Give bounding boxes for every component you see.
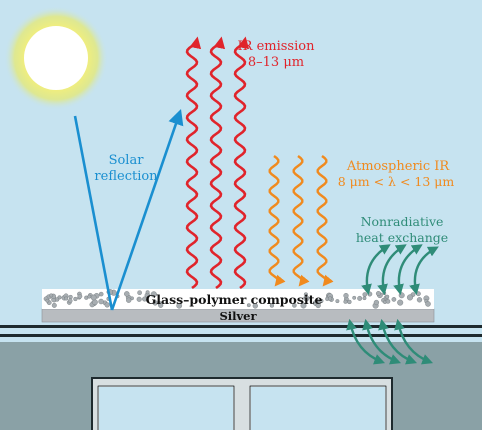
glass-bead: [67, 298, 73, 304]
glass-bead: [406, 294, 414, 301]
glass-bead: [315, 302, 321, 309]
glass-bead: [98, 298, 104, 305]
glass-bead: [136, 296, 142, 302]
glass-bead: [158, 302, 164, 308]
nonradiative-arrows-upper: [361, 244, 439, 296]
solar-reflection-arrows: [73, 109, 184, 311]
window: [91, 377, 393, 430]
glass-bead: [362, 296, 367, 301]
ir-emission-label-line2: 8–13 μm: [248, 55, 304, 70]
glass-bead: [145, 290, 150, 295]
roof-gap: [0, 328, 482, 334]
atmospheric-ir-label-line1: Atmospheric IR: [346, 159, 451, 174]
composite-label: Glass–polymer composite: [146, 292, 323, 307]
glass-bead: [398, 292, 405, 299]
glass-bead: [367, 291, 373, 297]
glass-bead: [252, 303, 258, 309]
glass-bead: [416, 291, 421, 297]
glass-bead: [68, 294, 73, 300]
glass-bead: [362, 292, 368, 297]
glass-bead: [319, 298, 324, 304]
glass-bead: [303, 292, 308, 297]
glass-bead: [352, 295, 357, 300]
sun-icon: [4, 6, 108, 110]
glass-bead: [397, 299, 404, 306]
glass-bead: [49, 293, 54, 298]
glass-bead: [357, 295, 363, 301]
glass-bead: [54, 297, 60, 302]
glass-bead: [343, 293, 349, 299]
glass-bead: [64, 296, 69, 301]
glass-bead: [45, 298, 50, 303]
roof-line-bottom: [0, 334, 482, 337]
glass-bead: [385, 299, 391, 304]
atmospheric-ir-arrows: [268, 155, 334, 287]
ir-emission-arrows: [185, 36, 250, 290]
glass-bead: [77, 293, 83, 299]
solar-reflection-label-line1: Solar: [109, 153, 145, 168]
glass-bead: [126, 297, 132, 303]
glass-bead: [176, 302, 183, 309]
glass-bead: [335, 299, 340, 304]
solar-reflection-label-line2: reflection: [94, 169, 158, 184]
nonradiative-arrows-lower: [346, 318, 434, 365]
glass-bead: [269, 303, 275, 308]
glass-bead: [425, 301, 431, 307]
roof-gap-lower: [0, 337, 482, 342]
glass-bead: [152, 300, 158, 306]
glass-bead: [375, 291, 381, 296]
silver-label: Silver: [219, 309, 257, 323]
glass-bead: [300, 302, 307, 309]
glass-bead: [292, 303, 297, 308]
glass-bead: [327, 296, 333, 301]
glass-bead: [373, 299, 380, 306]
glass-bead: [73, 296, 78, 302]
glass-bead: [391, 297, 397, 302]
glass-bead: [142, 296, 148, 302]
atmospheric-ir-label-line2: 8 μm < λ < 13 μm: [338, 174, 455, 189]
ir-emission-label-line1: IR emission: [238, 39, 316, 54]
nonradiative-label-line1: Nonradiative: [361, 214, 444, 229]
glass-bead: [150, 291, 157, 298]
roof-line-top: [0, 325, 482, 328]
glass-bead: [137, 290, 142, 295]
glass-bead: [347, 299, 352, 305]
glass-bead: [384, 294, 390, 299]
nonradiative-label-line2: heat exchange: [356, 230, 448, 245]
glass-bead: [98, 291, 104, 297]
glass-bead: [343, 299, 348, 304]
glass-bead: [87, 294, 92, 299]
glass-bead: [124, 291, 130, 297]
glass-bead: [104, 302, 110, 308]
glass-bead: [90, 294, 97, 301]
glass-bead: [246, 303, 251, 308]
glass-bead: [416, 297, 423, 303]
glass-bead: [51, 302, 57, 308]
